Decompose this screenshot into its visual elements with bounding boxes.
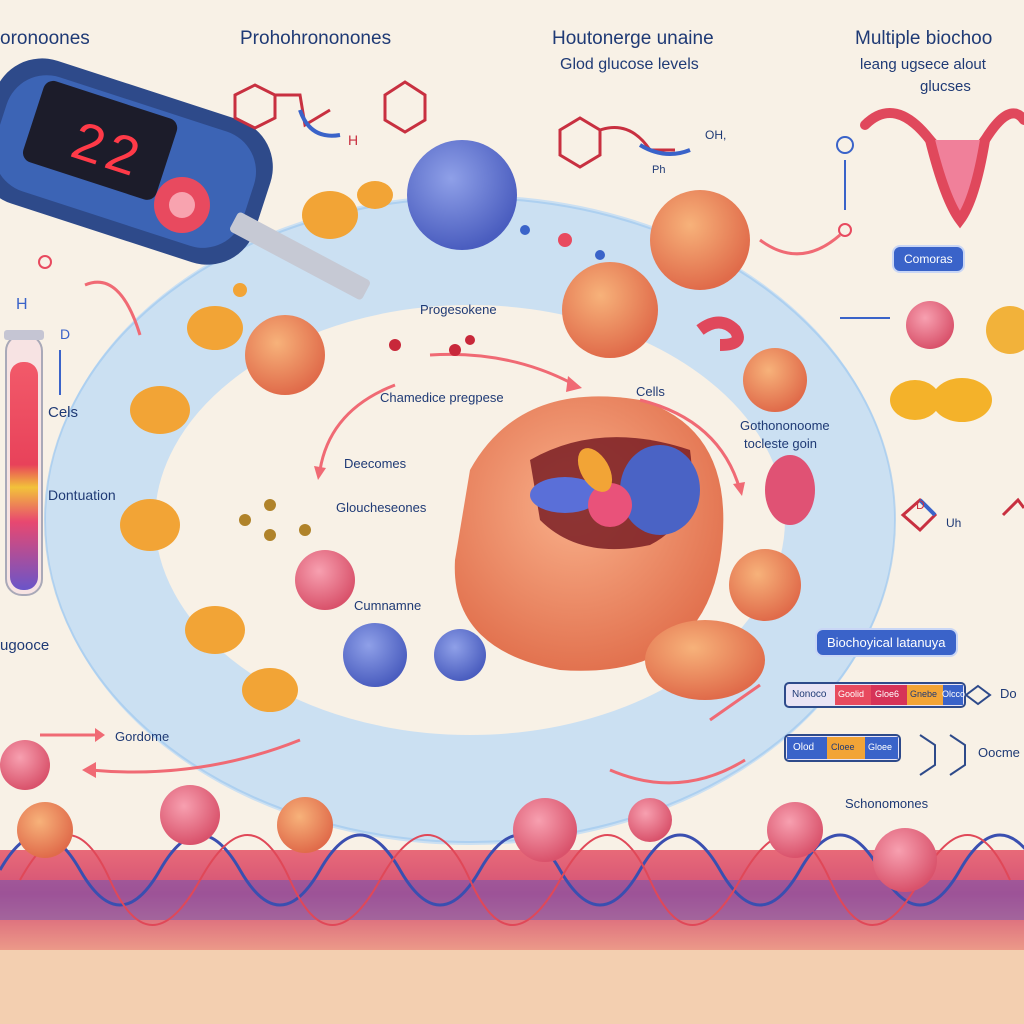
cells-layer [0, 140, 1024, 790]
arrow-heads [82, 376, 745, 778]
pathway-arrows [40, 233, 841, 785]
molecule-dots [38, 136, 854, 541]
heading-top-left: oronoones [0, 28, 90, 49]
blue-arrows [59, 160, 890, 395]
heading-top-right-line1: Multiple biochoo [855, 28, 993, 49]
heading-top-right-line2: leang ugsece alout [860, 56, 986, 73]
label-chamedice: Chamedice pregpese [380, 390, 504, 405]
bar2-seg2: Cloee [831, 742, 855, 752]
label-deecomes: Deecomes [344, 456, 407, 471]
label-progesokene: Progesokene [420, 302, 497, 317]
pathway-ring [45, 195, 895, 845]
label-right-uh: Uh [946, 516, 962, 530]
label-dontuation: Dontuation [48, 487, 116, 503]
label-chem-h: H [348, 132, 359, 148]
label-chem-ph: Ph [652, 164, 666, 176]
central-cell [454, 396, 724, 671]
bar1-seg1: Nonoco [792, 689, 827, 700]
heading-top-center-line2: Glod glucose levels [560, 56, 699, 73]
test-tube-icon [4, 330, 44, 596]
label-tube-h: H [16, 296, 28, 313]
label-gothononooms-1: Gothononoome [740, 418, 830, 433]
bar-row-1 [784, 682, 992, 708]
label-schonomones: Schonomones [845, 796, 929, 811]
bar1-seg3: Gloe6 [875, 689, 900, 699]
bar-row-2 [784, 734, 966, 776]
label-gordome: Gordome [115, 729, 170, 744]
bar2-seg1: Olod [793, 742, 815, 753]
glucose-meter-icon [0, 58, 370, 300]
uterus-icon [860, 108, 1024, 229]
pill-comoras: Comoras [892, 245, 965, 273]
label-gothononooms-2: tocleste goin [744, 436, 817, 451]
label-chem-oh: OH, [705, 128, 727, 142]
label-gucose: ugooce [0, 637, 50, 654]
tissue-layer [0, 785, 1024, 1024]
heading-top-right-line3: glucses [920, 78, 971, 95]
chemical-bonds-blue [298, 109, 937, 517]
label-cells-center: Cells [636, 384, 665, 399]
bar1-seg4: Gnebe [910, 689, 938, 699]
label-tube-d: D [60, 326, 71, 342]
label-oocmene: Oocme [978, 745, 1020, 760]
heading-top-center-line1: Houtonerge unaine [552, 28, 714, 49]
chemical-structures [233, 80, 1024, 533]
label-gloucheseones: Gloucheseones [336, 500, 427, 515]
label-cells-left: Cels [48, 404, 79, 421]
label-right-d: D [916, 498, 925, 512]
pill-biochemical: Biochoyical latanuya [815, 628, 958, 657]
label-dose-right: Do [1000, 686, 1017, 701]
bar2-seg3: Gloee [868, 742, 893, 752]
bar1-seg2: Goolid [838, 689, 865, 699]
heading-top-center-left: Prohohrononones [240, 28, 392, 49]
label-cumnamne: Cumnamne [354, 598, 422, 613]
bar1-seg5: Olcco [942, 689, 966, 699]
